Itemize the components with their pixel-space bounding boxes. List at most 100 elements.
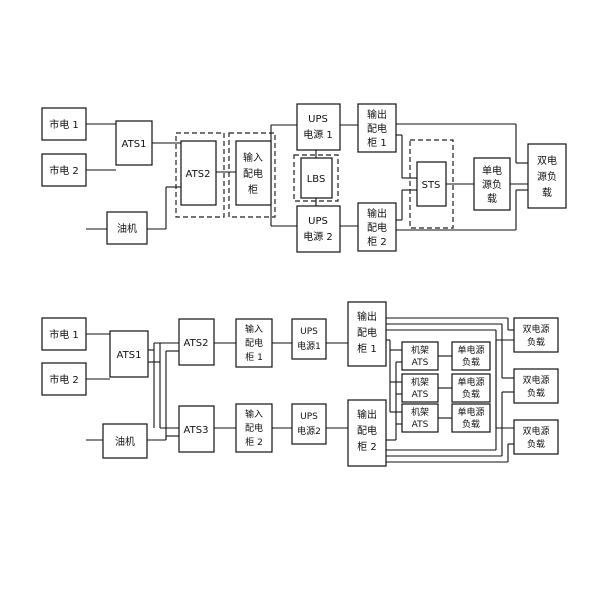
fig5-rack-ats2-box	[401, 373, 439, 403]
fig4-output-panel1-box	[357, 103, 397, 153]
fig5-input-panel1-line2: 配电	[245, 337, 263, 349]
fig4-ats2-label: ATS2	[186, 169, 211, 180]
fig5-dual-load1-line2: 负载	[527, 336, 545, 348]
fig4-output-panel2-line3: 柜 2	[367, 235, 387, 248]
fig5-ats3-label: ATS3	[184, 425, 209, 436]
fig4-ats1-label: ATS1	[122, 139, 147, 150]
fig5-rack-ats3-box	[401, 403, 439, 433]
fig4-sts-box	[416, 161, 447, 207]
fig5-single-load1-line1: 单电源	[457, 344, 484, 356]
fig4-single-load-line2: 源负	[482, 178, 502, 191]
fig5-input-panel2-line1: 输入	[245, 408, 263, 420]
fig4-input-panel-box	[235, 140, 272, 206]
fig5-ats2-label: ATS2	[184, 338, 209, 349]
fig5-output-panel2-line2: 配电	[357, 424, 377, 437]
fig5-dual-load1-box	[513, 317, 559, 353]
fig5-ups2-box	[291, 403, 327, 445]
fig4-ups2-line2: 电源 2	[303, 230, 333, 243]
fig5-output-panel2-line1: 输出	[357, 408, 377, 421]
fig5-single-load1-line2: 负载	[462, 356, 480, 368]
fig5-rack-ats1-box	[401, 341, 439, 371]
fig5-rack-ats2-line1: 机架	[411, 376, 429, 388]
fig4-input-panel-line2: 配电	[243, 167, 263, 180]
fig5-single-load3-line1: 单电源	[457, 406, 484, 418]
fig4-ups1-line2: 电源 1	[303, 128, 333, 141]
fig5-ups2-line1: UPS	[300, 412, 318, 422]
fig5-ups1-line1: UPS	[300, 327, 318, 337]
fig5-output-panel1-box	[347, 301, 387, 367]
fig4-output-panel1-line3: 柜 1	[367, 136, 387, 149]
fig4-lbs-box	[300, 157, 333, 199]
fig4-ats2-box	[180, 140, 217, 206]
fig5-rack-ats1-line2: ATS	[412, 358, 429, 368]
fig4-output-panel2-line2: 配电	[367, 221, 387, 234]
fig4-output-panel2-line1: 输出	[367, 207, 387, 220]
fig4-dual-load-line3: 载	[542, 187, 552, 199]
fig5-single-load2-line2: 负载	[462, 388, 480, 400]
fig5-output-panel2-box	[347, 399, 387, 467]
fig4-ups1-box	[296, 103, 341, 151]
fig4-dual-load-line2: 源负	[537, 170, 557, 183]
fig5-mains2-box	[41, 362, 87, 396]
fig4-mains2-label: 市电 2	[49, 164, 79, 177]
fig5-ats1-label: ATS1	[117, 350, 142, 361]
fig5-dual-load3-line2: 负载	[527, 438, 545, 450]
fig4-ats1-box	[115, 120, 153, 166]
fig5-rack-ats3-line1: 机架	[411, 406, 429, 418]
fig5-ups1-box	[291, 318, 327, 360]
figure-4: 市电 1 市电 2 ATS1 油机 ATS2 输入 配电 柜 UPS 电源 1 …	[41, 103, 567, 253]
fig4-mains1-label: 市电 1	[49, 118, 79, 131]
fig4-input-panel-enclosure	[228, 132, 276, 218]
fig4-input-panel-line1: 输入	[243, 151, 263, 164]
fig5-wires	[86, 317, 514, 463]
fig4-mains2-box	[41, 153, 87, 187]
fig5-single-load2-box	[451, 373, 491, 403]
fig5-dual-load2-box	[513, 368, 559, 404]
fig5-single-load2-line1: 单电源	[457, 376, 484, 388]
fig4-ups2-line1: UPS	[308, 216, 328, 227]
fig5-dual-load3-box	[513, 419, 559, 455]
fig4-single-load-line3: 载	[487, 193, 497, 205]
fig4-single-load-box	[473, 157, 511, 211]
fig4-generator-box	[106, 211, 148, 245]
fig4-single-load-line1: 单电	[482, 164, 502, 177]
fig5-input-panel2-box	[235, 403, 273, 453]
figure-5: 市电 1 市电 2 ATS1 油机 ATS2 ATS3 输入 配电 柜 1 输入…	[41, 301, 559, 467]
fig5-output-panel1-line1: 输出	[357, 310, 377, 323]
fig4-ups2-box	[296, 205, 341, 253]
fig5-output-panel2-line3: 柜 2	[357, 440, 377, 453]
fig5-dual-load1-line1: 双电源	[522, 323, 549, 335]
fig4-generator-label: 油机	[117, 222, 137, 235]
fig4-sts-label: STS	[422, 180, 441, 191]
fig5-mains2-label: 市电 2	[49, 373, 79, 386]
fig5-generator-label: 油机	[115, 435, 135, 448]
fig5-ats1-box	[109, 330, 149, 378]
fig5-input-panel1-line1: 输入	[245, 323, 263, 335]
fig5-rack-ats2-line2: ATS	[412, 390, 429, 400]
fig5-input-panel2-line3: 柜 2	[245, 436, 263, 448]
fig4-mains1-box	[41, 107, 87, 141]
fig5-mains1-label: 市电 1	[49, 328, 79, 341]
fig4-wires	[86, 123, 517, 231]
fig5-dual-load2-line2: 负载	[527, 387, 545, 399]
fig4-output-panel1-line2: 配电	[367, 122, 387, 135]
fig5-output-panel1-line2: 配电	[357, 326, 377, 339]
fig4-lbs-enclosure	[293, 154, 339, 202]
fig4-output-panel2-box	[357, 202, 397, 252]
fig5-input-panel1-line3: 柜 1	[245, 351, 263, 363]
fig4-ups1-line1: UPS	[308, 114, 328, 125]
fig5-mains1-box	[41, 317, 87, 351]
fig5-ups1-line2: 电源1	[297, 340, 321, 352]
fig5-ats3-box	[178, 405, 215, 453]
fig4-output-panel1-line1: 输出	[367, 108, 387, 121]
fig4-input-panel-line3: 柜	[248, 183, 258, 196]
fig5-input-panel2-line2: 配电	[245, 422, 263, 434]
fig5-ats2-box	[178, 318, 215, 366]
fig5-single-load1-box	[451, 341, 491, 371]
fig5-rack-ats1-line1: 机架	[411, 344, 429, 356]
fig4-sts-enclosure	[409, 139, 454, 229]
fig5-single-load3-line2: 负载	[462, 418, 480, 430]
fig4-dual-load-box	[527, 143, 567, 209]
fig5-dual-load2-line1: 双电源	[522, 374, 549, 386]
